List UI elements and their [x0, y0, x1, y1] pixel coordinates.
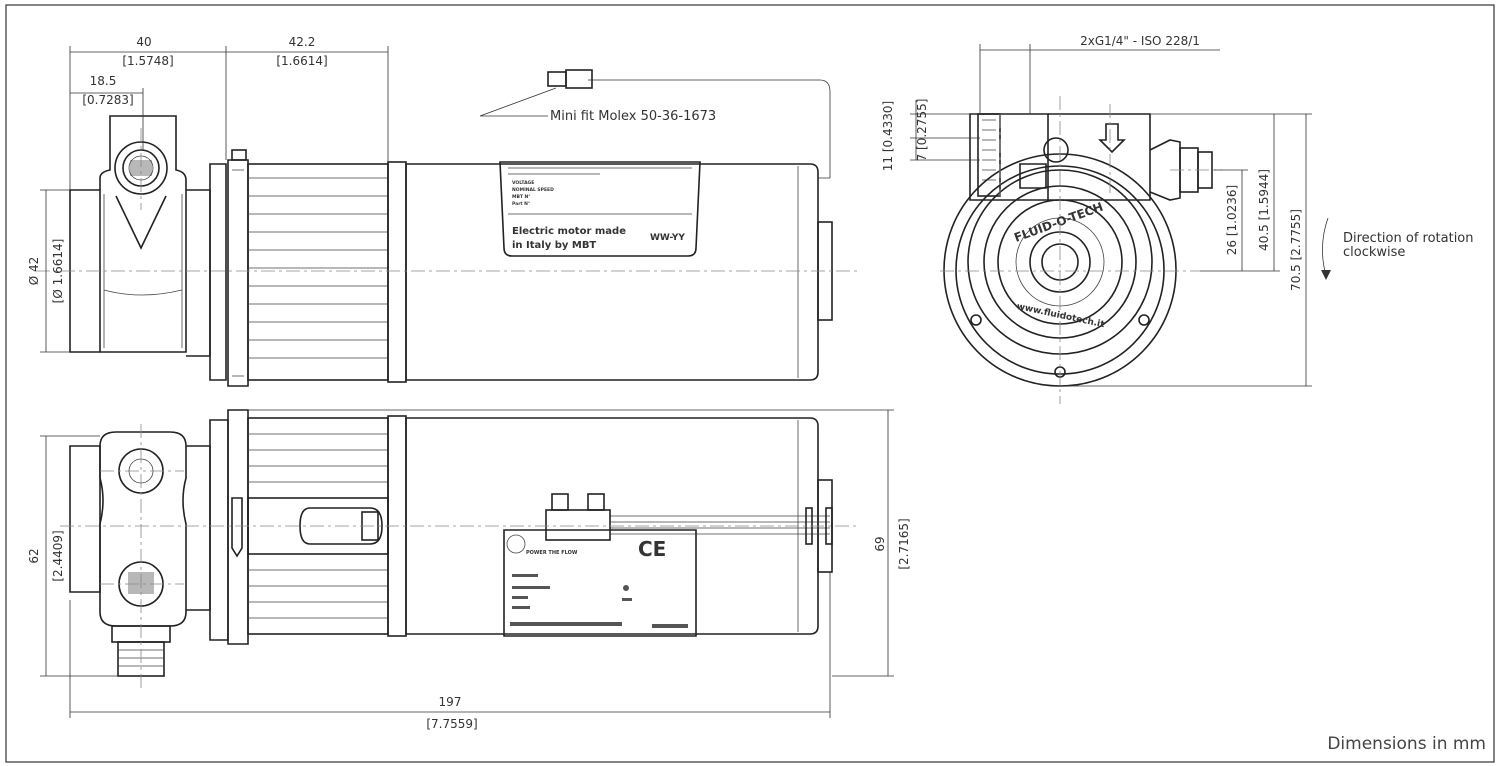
- dim-40: 40: [136, 35, 151, 49]
- dim-18-5-in: [0.7283]: [82, 93, 133, 107]
- dim-69: 69: [873, 536, 887, 551]
- pump-brand: FLUID-O-TECH: [1012, 200, 1105, 245]
- top-view-dimensions: 40 [1.5748] 18.5 [0.7283] 42.2 [1.6614] …: [27, 35, 389, 353]
- dim-197-in: [7.7559]: [426, 717, 477, 731]
- rotation-label-line2: clockwise: [1343, 245, 1405, 260]
- dim-side-70-5: 70.5 [2.7755]: [1289, 209, 1303, 291]
- nameplate-date-code: WW-YY: [650, 233, 685, 243]
- nameplate-field-speed: NOMINAL SPEED: [512, 187, 554, 193]
- nameplate-tagline: POWER THE FLOW: [526, 550, 578, 556]
- dim-42-2: 42.2: [289, 35, 316, 49]
- dim-port-spec: 2xG1/4" - ISO 228/1: [1080, 34, 1200, 48]
- nameplate-ce-mark: CE: [638, 537, 666, 561]
- dim-62: 62: [27, 548, 41, 563]
- dim-diameter-42-in: [Ø 1.6614]: [51, 239, 65, 304]
- units-note: Dimensions in mm: [1327, 734, 1486, 754]
- drawing-frame: [5, 4, 1495, 763]
- bottom-view: POWER THE FLOW CE: [60, 409, 860, 690]
- dim-18-5: 18.5: [90, 74, 117, 88]
- dim-side-26: 26 [1.0236]: [1225, 185, 1239, 255]
- dim-side-40-5: 40.5 [1.5944]: [1257, 169, 1271, 251]
- nameplate-field-voltage: VOLTAGE: [512, 180, 534, 186]
- dim-side-11: 11 [0.4330]: [881, 101, 895, 171]
- dim-42-2-in: [1.6614]: [276, 54, 327, 68]
- dim-62-in: [2.4409]: [51, 530, 65, 581]
- dim-diameter-42: Ø 42: [27, 257, 41, 286]
- nameplate-made-line2: in Italy by MBT: [512, 240, 596, 251]
- bottom-view-dimensions: 62 [2.4409] 69 [2.7165] 197 [7.7559]: [27, 409, 911, 731]
- nameplate-field-part: Part N°: [512, 201, 530, 207]
- side-view-dimensions: 2xG1/4" - ISO 228/1 11 [0.4330] 7 [0.275…: [881, 34, 1474, 387]
- dim-side-7: 7 [0.2755]: [915, 99, 929, 162]
- rotation-label-line1: Direction of rotation: [1343, 231, 1474, 246]
- dim-40-in: [1.5748]: [122, 54, 173, 68]
- dim-69-in: [2.7165]: [897, 518, 911, 569]
- nameplate-made-line1: Electric motor made: [512, 226, 626, 237]
- dim-197: 197: [439, 695, 462, 709]
- nameplate-field-mbt: MBT N°: [512, 194, 531, 200]
- side-view: FLUID-O-TECH www.fluidotech.it: [940, 96, 1222, 404]
- connector-label: Mini fit Molex 50-36-1673: [550, 109, 716, 124]
- top-view: Electric motor made in Italy by MBT WW-Y…: [36, 69, 860, 387]
